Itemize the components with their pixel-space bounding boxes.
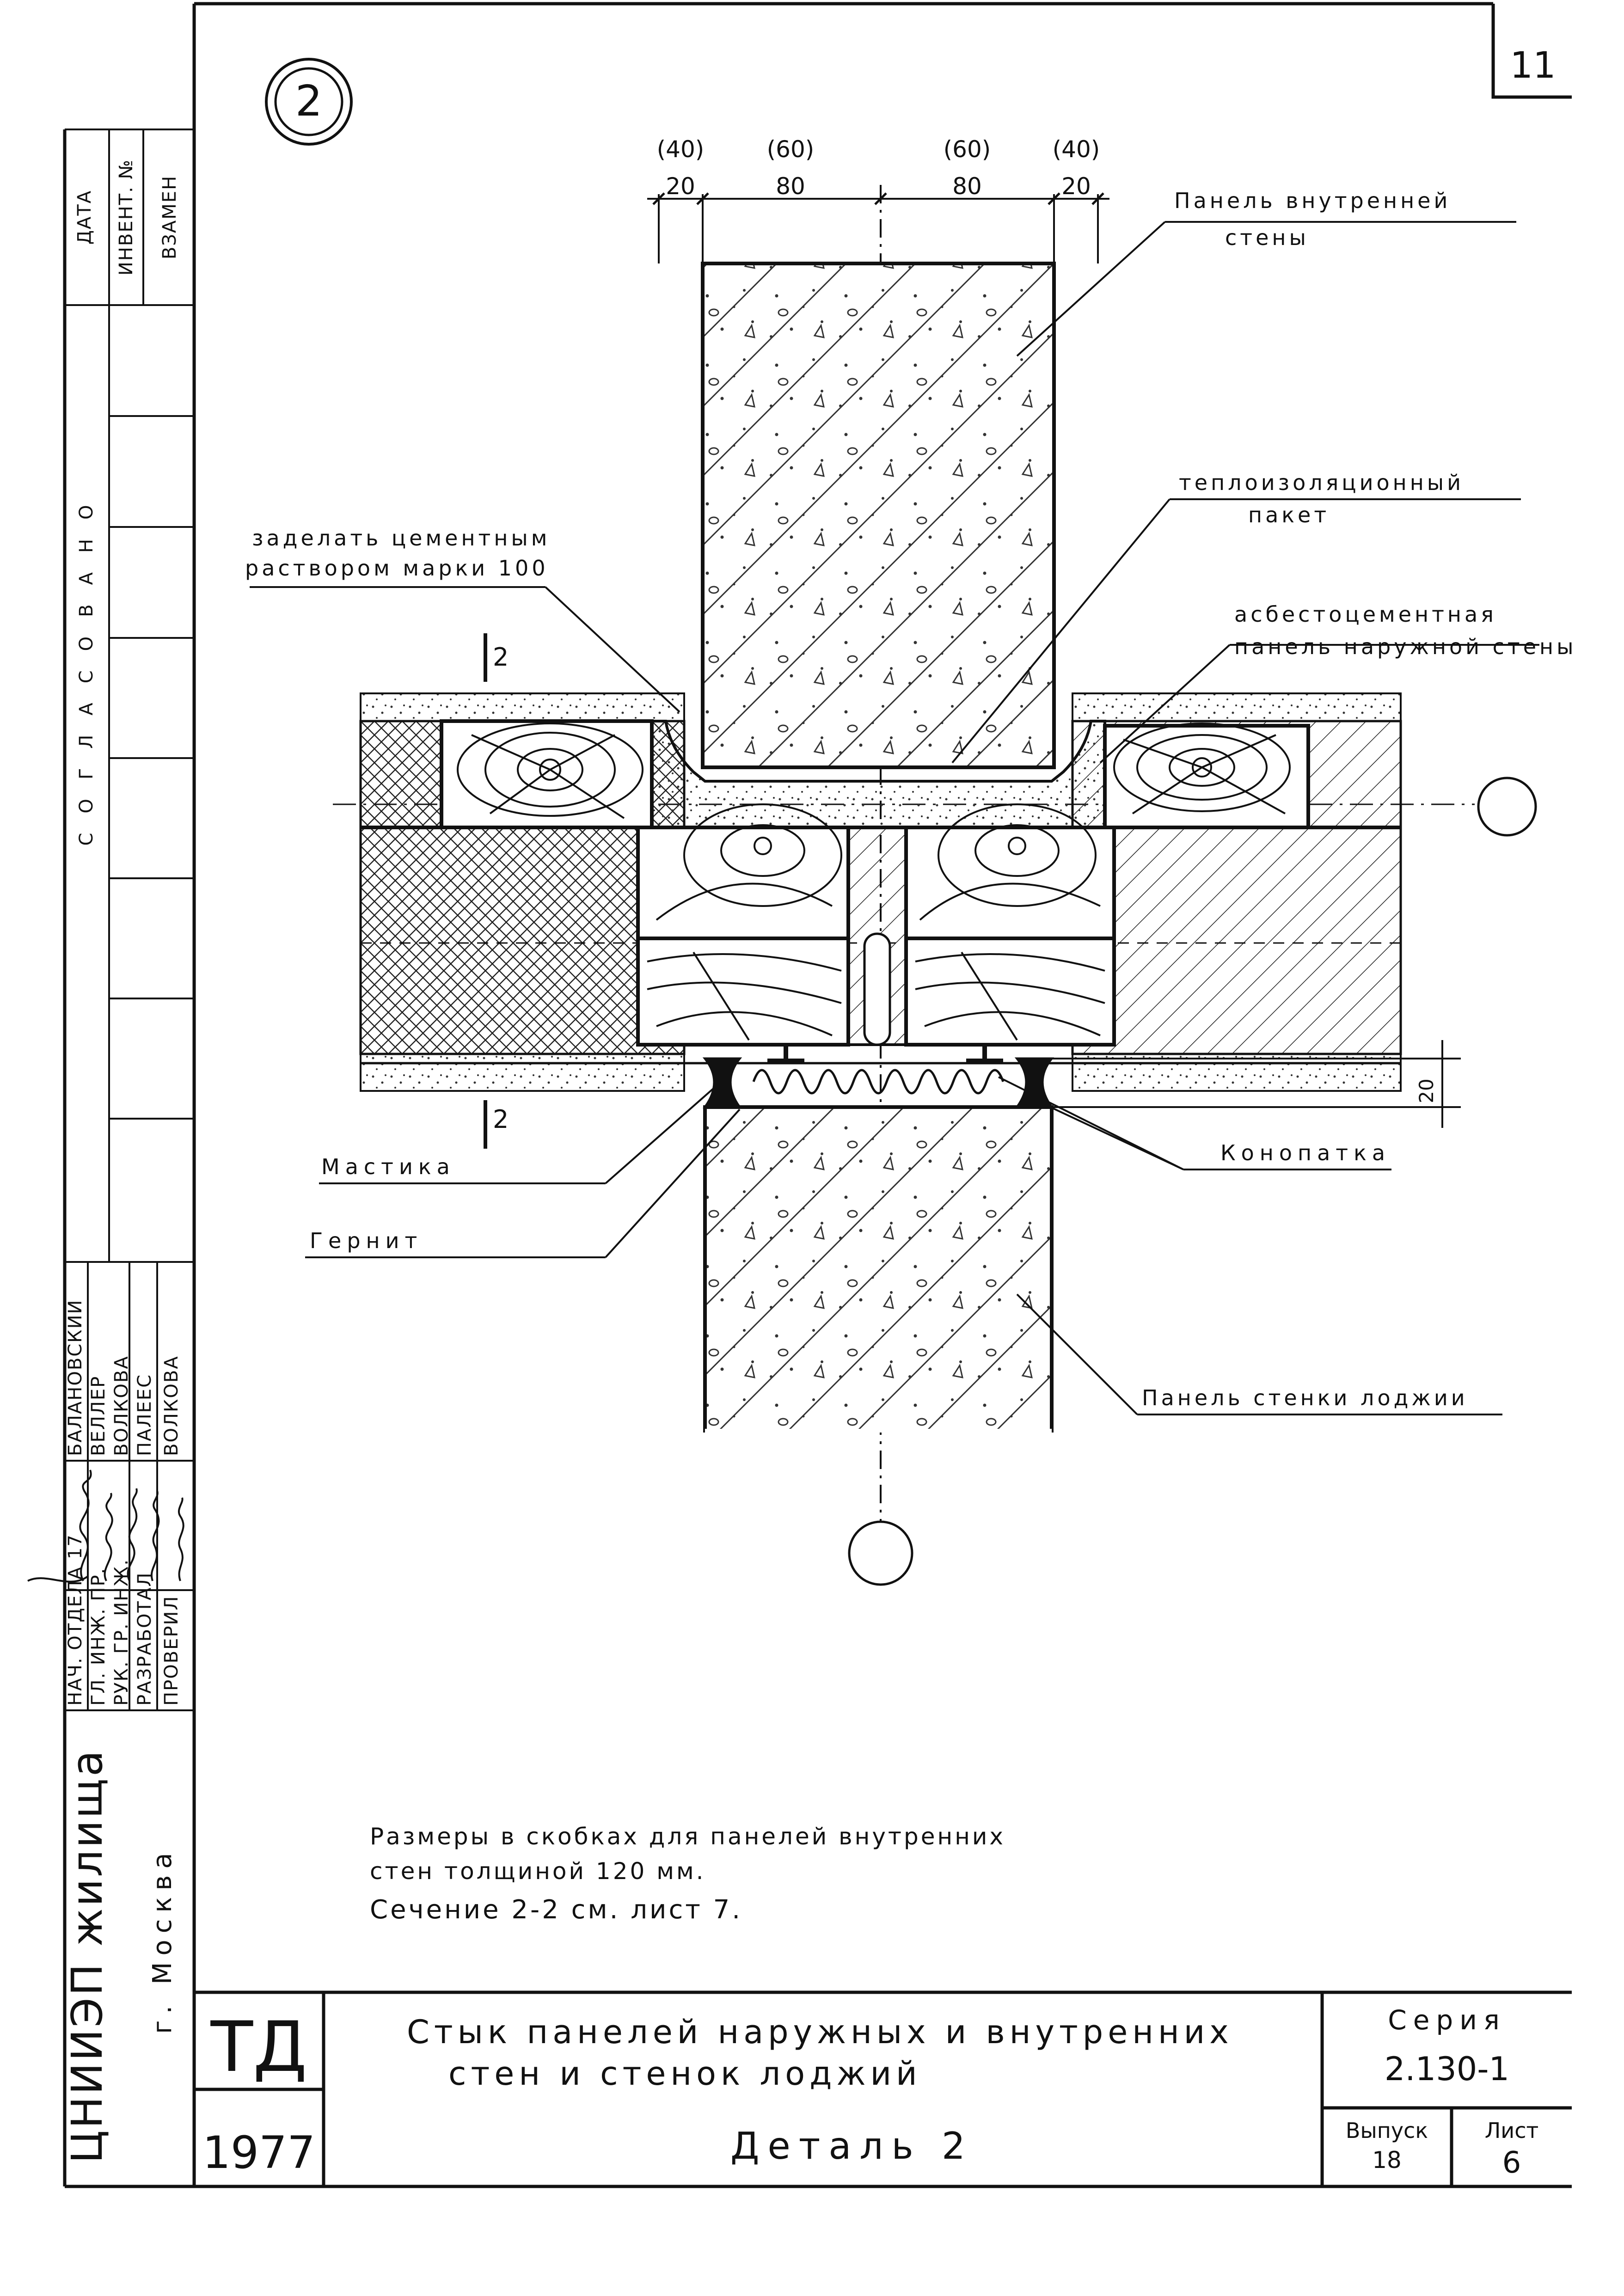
- name-palees: ПАЛЕЕС: [134, 1374, 155, 1456]
- name-volkova-2: ВОЛКОВА: [161, 1355, 182, 1456]
- axis-marker-right: [1477, 777, 1537, 837]
- role-group-leader: РУК. ГР. ИНЖ.: [111, 1559, 132, 1706]
- leader-lines: [250, 221, 1539, 1415]
- title-block: [194, 1990, 1572, 2186]
- role-head-of-dept: НАЧ. ОТДЕЛА 17: [65, 1534, 86, 1706]
- name-veller: ВЕЛЛЕР: [88, 1376, 109, 1456]
- detail-marker-number: 2: [295, 76, 323, 126]
- label-inner-wall-panel-2: стены: [1225, 225, 1309, 250]
- signatures: [27, 1469, 184, 1583]
- section-mark-top: 2: [493, 643, 509, 672]
- timber-block-mid-left: [636, 803, 850, 940]
- dim-left-thick-bracket: (60): [767, 136, 815, 163]
- detail-marker: 2: [265, 58, 353, 146]
- mastic-left: [702, 1057, 742, 1108]
- label-loggia-panel: Панель стенки лоджии: [1142, 1385, 1468, 1410]
- role-checker: ПРОВЕРИЛ: [161, 1595, 182, 1706]
- sheet-value: 6: [1502, 2146, 1521, 2180]
- note-line-3: Сечение 2-2 см. лист 7.: [370, 1895, 742, 1925]
- caulk-coil: [752, 1069, 1005, 1095]
- sheet-label: Лист: [1485, 2118, 1539, 2143]
- approved-label: СОГЛАСОВАНО: [76, 485, 97, 845]
- cement-infill: [650, 720, 1106, 829]
- note-line-1: Размеры в скобках для панелей внутренних: [370, 1823, 1005, 1850]
- gap-dimension-value: 20: [1415, 1078, 1438, 1103]
- axis-marker-bottom: [848, 1520, 913, 1586]
- timber-block-top-left: [440, 719, 654, 829]
- title-code: ТД: [210, 2007, 307, 2088]
- label-caulk: Конопатка: [1220, 1140, 1391, 1165]
- dim-left-thick: 80: [776, 173, 805, 200]
- loggia-wall-panel: [703, 1105, 1054, 1433]
- role-developer: РАЗРАБОТАЛ: [134, 1572, 155, 1706]
- dim-left-thin: 20: [666, 173, 695, 200]
- dim-right-thick: 80: [952, 173, 982, 200]
- label-mastic: Мастика: [321, 1154, 455, 1179]
- inventory-label: ИНВЕНТ. №: [116, 159, 137, 276]
- series-value: 2.130-1: [1385, 2050, 1509, 2088]
- dim-left-thin-bracket: (40): [657, 136, 705, 163]
- label-asbestos-2: панель наружной стены: [1234, 634, 1576, 659]
- label-insulation-2: пакет: [1248, 502, 1330, 527]
- issue-value: 18: [1372, 2147, 1402, 2174]
- org-name: ЦНИИЭП жилища: [62, 1749, 112, 2163]
- label-asbestos-1: асбестоцементная: [1234, 602, 1497, 627]
- timber-block-top-right: [1103, 722, 1310, 829]
- gap-dimension: [1052, 1040, 1461, 1128]
- mastic-right: [1014, 1057, 1054, 1108]
- note-line-2: стен толщиной 120 мм.: [370, 1858, 706, 1885]
- timber-block-low-right: [904, 937, 1116, 1047]
- city-name: г. Москва: [147, 1846, 178, 2034]
- series-label: Серия: [1388, 2004, 1506, 2036]
- title-line-1: Стык панелей наружных и внутренних: [407, 2013, 1233, 2051]
- title-line-3: Деталь 2: [730, 2125, 974, 2167]
- label-inner-wall-panel-1: Панель внутренней: [1174, 188, 1451, 213]
- role-chief-engineer: ГЛ. ИНЖ. ПР.: [88, 1567, 109, 1706]
- date-label: ДАТА: [74, 190, 95, 245]
- dim-right-thin-bracket: (40): [1053, 136, 1100, 163]
- insulation-strip: [847, 826, 907, 1046]
- label-insulation-1: теплоизоляционный: [1179, 470, 1464, 495]
- title-line-2: стен и стенок лоджий: [448, 2055, 922, 2093]
- name-volkova-1: ВОЛКОВА: [111, 1355, 132, 1456]
- label-cement-2: раствором марки 100: [245, 556, 549, 581]
- side-stamp: СОГЛАСОВАНО ДАТА ИНВЕНТ. № ВЗАМЕН НАЧ. О…: [27, 129, 194, 2163]
- inner-wall-panel: [701, 262, 1056, 769]
- title-year: 1977: [202, 2127, 315, 2179]
- dim-right-thin: 20: [1061, 173, 1091, 200]
- issue-label: Выпуск: [1346, 2118, 1428, 2143]
- label-gernit: Гернит: [310, 1228, 423, 1253]
- label-cement-1: заделать цементным: [252, 526, 550, 551]
- sheet-number: 11: [1510, 45, 1556, 86]
- dim-right-thick-bracket: (60): [944, 136, 991, 163]
- section-mark-bottom: 2: [493, 1105, 509, 1134]
- replaces-label: ВЗАМЕН: [159, 175, 180, 259]
- timber-block-low-left: [636, 937, 850, 1047]
- name-balanovsky: БАЛАНОВСКИЙ: [64, 1299, 86, 1456]
